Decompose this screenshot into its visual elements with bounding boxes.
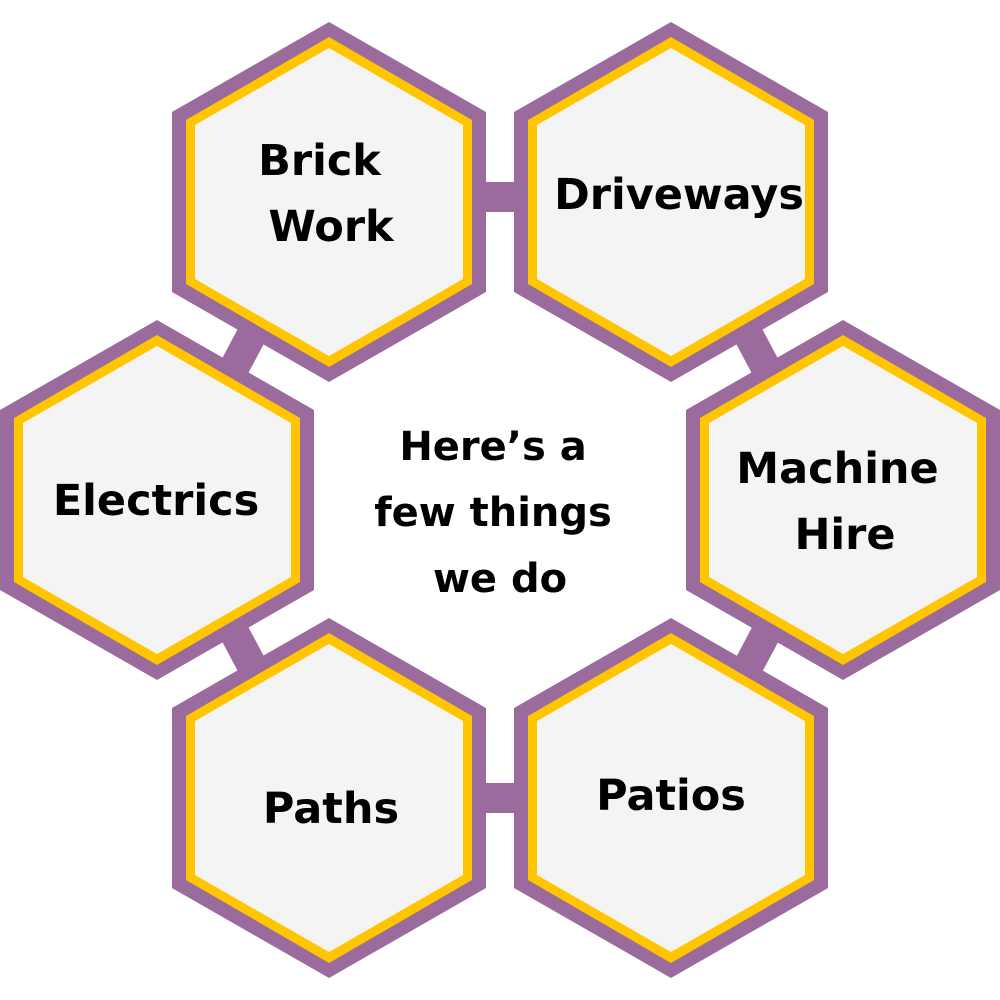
center-title-line-1: Here’s a	[399, 424, 586, 470]
hex-electrics: Electrics	[0, 320, 314, 680]
machine-hire-line-2: Hire	[794, 510, 895, 560]
connector-paths-patios	[480, 783, 520, 813]
center-title: Here’s a few things we do	[374, 424, 626, 602]
hex-fill	[195, 48, 463, 356]
machine-hire-line-1: Machine	[736, 444, 938, 494]
driveways-line-1: Driveways	[554, 170, 804, 220]
brick-work-line-2: Work	[268, 202, 395, 252]
hex-label-patios: Patios	[596, 771, 746, 821]
hex-fill	[537, 48, 805, 356]
hex-driveways: Driveways	[514, 22, 828, 382]
hex-label-electrics: Electrics	[53, 476, 259, 526]
hex-brick-work: Brick Work	[172, 22, 486, 382]
center-title-line-3: we do	[433, 556, 567, 602]
center-title-line-2: few things	[374, 490, 612, 536]
hex-patios: Patios	[514, 618, 828, 978]
hex-machine-hire: Machine Hire	[686, 320, 1000, 680]
hex-label-brick-work: Brick Work	[258, 136, 396, 252]
hex-fill	[537, 644, 805, 952]
hex-fill	[195, 644, 463, 952]
hex-fill	[709, 346, 977, 654]
hex-label-paths: Paths	[263, 784, 399, 834]
electrics-line-1: Electrics	[53, 476, 259, 526]
patios-line-1: Patios	[596, 771, 746, 821]
hex-label-driveways: Driveways	[554, 170, 804, 220]
paths-line-1: Paths	[263, 784, 399, 834]
connector-brick-driveways	[480, 182, 520, 212]
hex-paths: Paths	[172, 618, 486, 978]
hex-fill	[23, 346, 291, 654]
hex-label-machine-hire: Machine Hire	[736, 444, 953, 560]
brick-work-line-1: Brick	[258, 136, 382, 186]
